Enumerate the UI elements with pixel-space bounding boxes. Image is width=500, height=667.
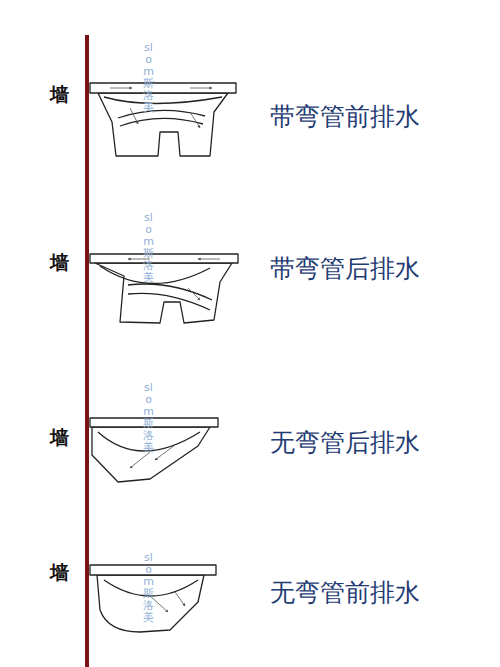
watermark: slom斯洛美	[143, 552, 154, 625]
basin-plain-rear	[90, 418, 218, 482]
watermark: slom斯洛美	[143, 42, 154, 115]
wall-label: 墙	[50, 560, 69, 586]
basin-trap-front	[90, 83, 236, 156]
wall-label: 墙	[50, 250, 69, 276]
wall-label: 墙	[50, 82, 69, 108]
watermark: slom斯洛美	[143, 212, 154, 285]
wall-line	[85, 35, 89, 667]
drain-type-caption: 无弯管前排水	[270, 576, 420, 609]
watermark: slom斯洛美	[143, 382, 154, 455]
basin-trap-rear	[90, 254, 238, 323]
drain-type-caption: 带弯管后排水	[270, 252, 420, 285]
wall-label: 墙	[50, 425, 69, 451]
drain-type-caption: 带弯管前排水	[270, 100, 420, 133]
drain-type-caption: 无弯管后排水	[270, 426, 420, 459]
